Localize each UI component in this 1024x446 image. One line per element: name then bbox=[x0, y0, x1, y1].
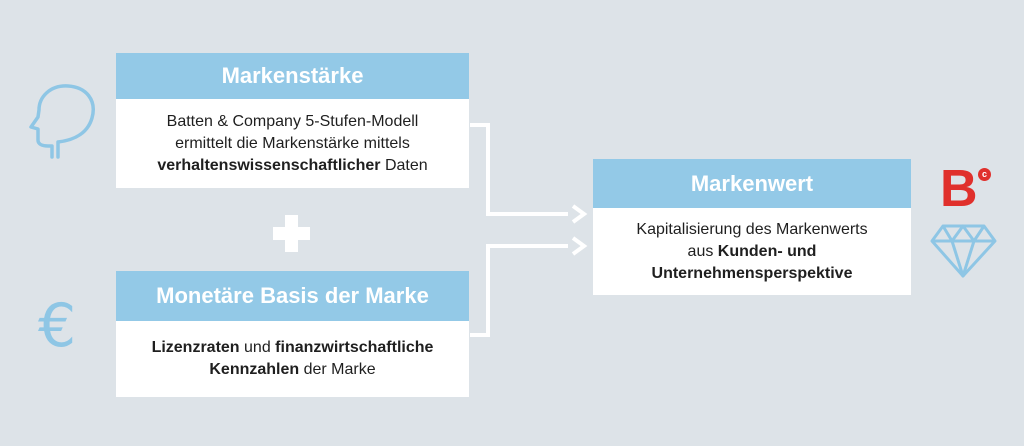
brand-value-title: Markenwert bbox=[593, 159, 911, 208]
head-profile-icon bbox=[29, 84, 95, 159]
euro-icon: € bbox=[38, 291, 77, 361]
brand-value-description: Kapitalisierung des Markenwerts aus Kund… bbox=[593, 208, 911, 295]
monetary-bold-b: finanzwirtschaftliche bbox=[275, 339, 434, 356]
monetary-basis-line-2: Kennzahlen der Marke bbox=[209, 359, 375, 381]
monetary-basis-title: Monetäre Basis der Marke bbox=[116, 271, 469, 321]
brand-value-card: Markenwert Kapitalisierung des Markenwer… bbox=[593, 159, 911, 295]
diamond-icon bbox=[930, 224, 997, 278]
brand-strength-line-1: Batten & Company 5-Stufen-Modell bbox=[166, 112, 419, 130]
brand-value-bold-a: Kunden- und bbox=[717, 242, 817, 260]
brand-value-line-3: Unternehmensperspektive bbox=[652, 263, 853, 285]
brand-value-line-1: Kapitalisierung des Markenwerts bbox=[636, 220, 868, 238]
brand-strength-bold: verhaltenswissenschaftlicher bbox=[157, 156, 381, 174]
arrow-right-icon bbox=[571, 236, 588, 256]
plus-icon bbox=[273, 215, 310, 252]
brand-strength-line-2: ermittelt die Markenstärke mittels bbox=[175, 134, 410, 152]
arrow-right-icon bbox=[571, 204, 588, 224]
brand-strength-line-3: verhaltenswissenschaftlicher Daten bbox=[157, 155, 427, 177]
brand-strength-title: Markenstärke bbox=[116, 53, 469, 99]
batten-logo: B bbox=[940, 160, 978, 218]
monetary-bold-a: Lizenzraten bbox=[151, 339, 240, 356]
brand-strength-description: Batten & Company 5-Stufen-Modell ermitte… bbox=[116, 99, 469, 188]
brand-value-pre: aus bbox=[687, 242, 718, 260]
monetary-rest: der Marke bbox=[299, 361, 376, 378]
connector-bottom bbox=[470, 244, 568, 337]
connector-top bbox=[470, 123, 568, 216]
brand-strength-card: Markenstärke Batten & Company 5-Stufen-M… bbox=[116, 53, 469, 188]
monetary-bold-c: Kennzahlen bbox=[209, 361, 300, 378]
monetary-mid: und bbox=[239, 339, 276, 356]
brand-value-bold-b: Unternehmensperspektive bbox=[651, 264, 853, 282]
brand-value-line-2: aus Kunden- und bbox=[688, 241, 817, 263]
monetary-basis-line-1: Lizenzraten und finanzwirtschaftliche bbox=[152, 337, 434, 359]
monetary-basis-card: Monetäre Basis der Marke Lizenzraten und… bbox=[116, 271, 469, 397]
brand-strength-rest: Daten bbox=[380, 156, 428, 174]
batten-logo-badge: c bbox=[978, 168, 991, 181]
monetary-basis-description: Lizenzraten und finanzwirtschaftliche Ke… bbox=[116, 321, 469, 397]
